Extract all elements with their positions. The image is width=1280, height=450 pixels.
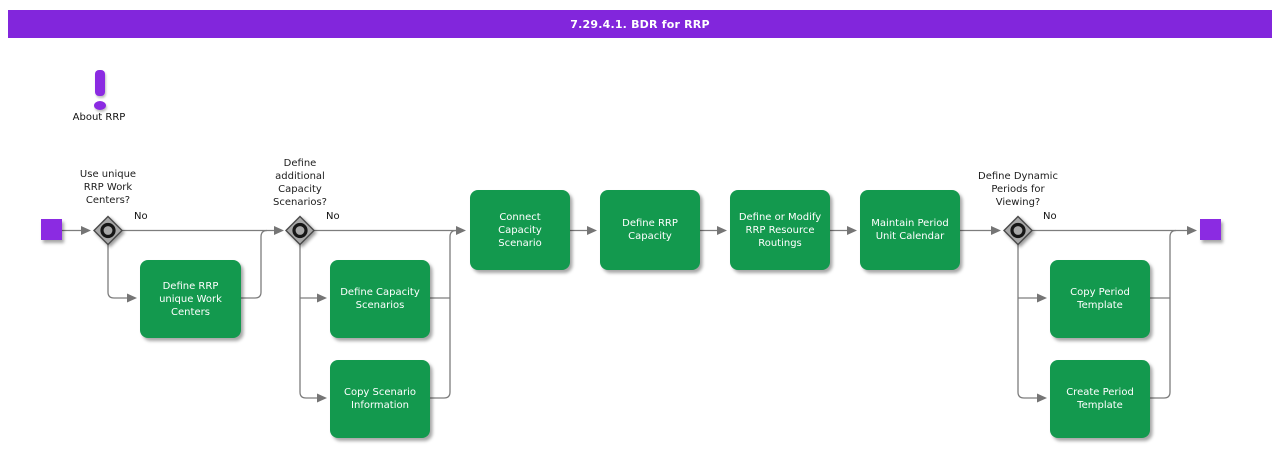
no-branch-label-3: No xyxy=(1043,211,1057,222)
end-node xyxy=(1200,219,1221,240)
decision-node-define-dynamic-periods-for-viewing xyxy=(1003,215,1033,246)
exclamation-icon-dot xyxy=(94,101,106,110)
arrowheads xyxy=(81,226,1197,403)
activity-define-rrp-capacity[interactable]: Define RRP Capacity xyxy=(600,190,700,270)
decision-label-define-additional-capacity-scenarios: Define additional Capacity Scenarios? xyxy=(273,158,327,208)
decision-node-use-unique-rrp-work-centers xyxy=(93,215,123,246)
decision-node-define-additional-capacity-scenarios xyxy=(285,215,315,246)
activity-copy-period-template[interactable]: Copy Period Template xyxy=(1050,260,1150,338)
start-node xyxy=(41,219,62,240)
activity-define-rrp-unique-work-centers[interactable]: Define RRP unique Work Centers xyxy=(140,260,241,338)
activity-maintain-period-unit-calendar[interactable]: Maintain Period Unit Calendar xyxy=(860,190,960,270)
activity-copy-scenario-information[interactable]: Copy Scenario Information xyxy=(330,360,430,438)
activity-define-capacity-scenarios[interactable]: Define Capacity Scenarios xyxy=(330,260,430,338)
activity-connect-capacity-scenario[interactable]: Connect Capacity Scenario xyxy=(470,190,570,270)
activity-define-or-modify-rrp-resource-routings[interactable]: Define or Modify RRP Resource Routings xyxy=(730,190,830,270)
no-branch-label-1: No xyxy=(134,211,148,222)
activity-create-period-template[interactable]: Create Period Template xyxy=(1050,360,1150,438)
no-branch-label-2: No xyxy=(326,211,340,222)
page-title: 7.29.4.1. BDR for RRP xyxy=(8,10,1272,38)
exclamation-icon xyxy=(95,70,105,96)
decision-label-use-unique-rrp-work-centers: Use unique RRP Work Centers? xyxy=(79,169,137,206)
about-rrp-label: About RRP xyxy=(72,112,126,123)
decision-label-define-dynamic-periods-for-viewing: Define Dynamic Periods for Viewing? xyxy=(978,171,1058,208)
